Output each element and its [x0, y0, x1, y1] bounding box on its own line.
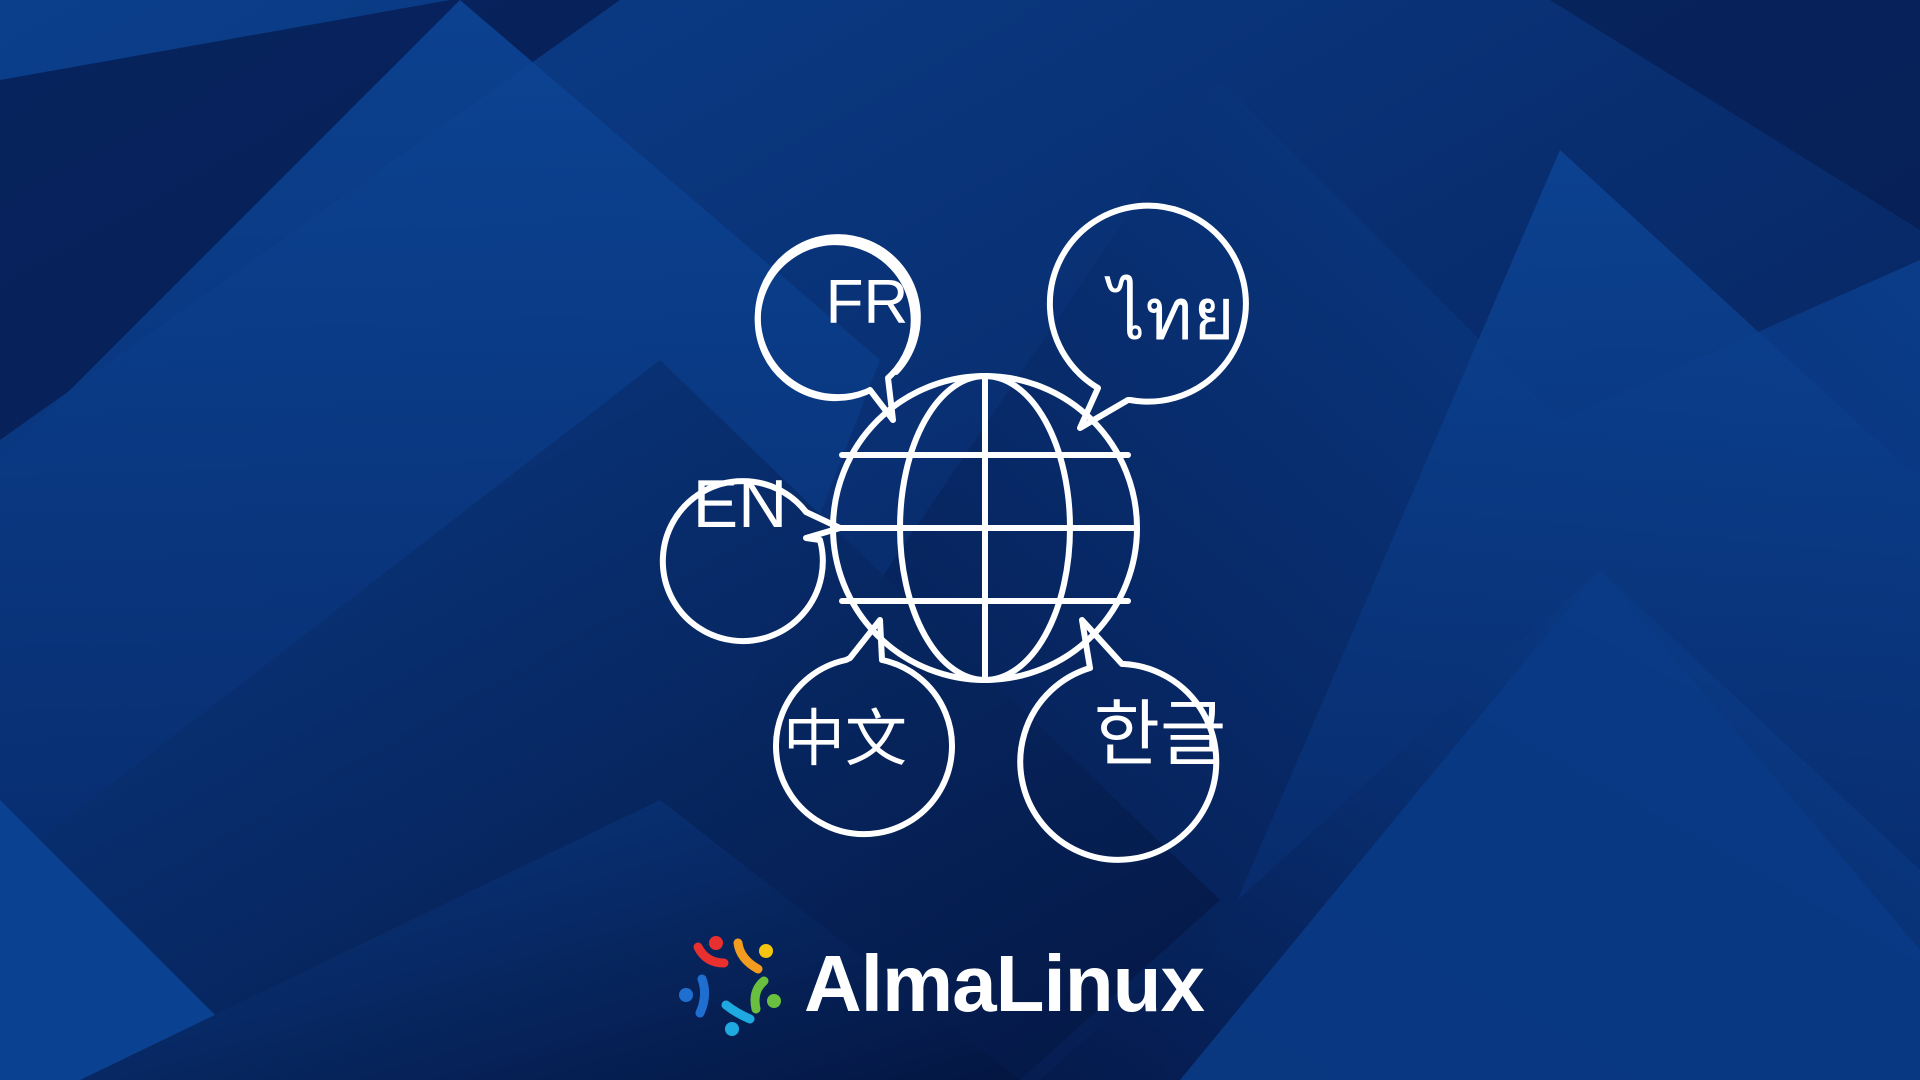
- label-ko: 한글: [1093, 692, 1227, 776]
- bubble-thai: [1046, 202, 1249, 431]
- brand-name: AlmaLinux: [804, 939, 1205, 1028]
- bubble-fr-outline: [754, 234, 921, 401]
- almalinux-logo-icon: [679, 936, 781, 1036]
- bubble-en: [659, 478, 843, 645]
- almalinux-brand: AlmaLinux: [676, 924, 1205, 1044]
- label-thai: ไทย: [1109, 272, 1235, 356]
- bubble-ko: [1017, 617, 1220, 863]
- label-fr: FR: [825, 268, 909, 337]
- bubble-zh: [773, 617, 955, 838]
- label-zh: 中文: [782, 702, 907, 775]
- label-en: EN: [692, 466, 788, 542]
